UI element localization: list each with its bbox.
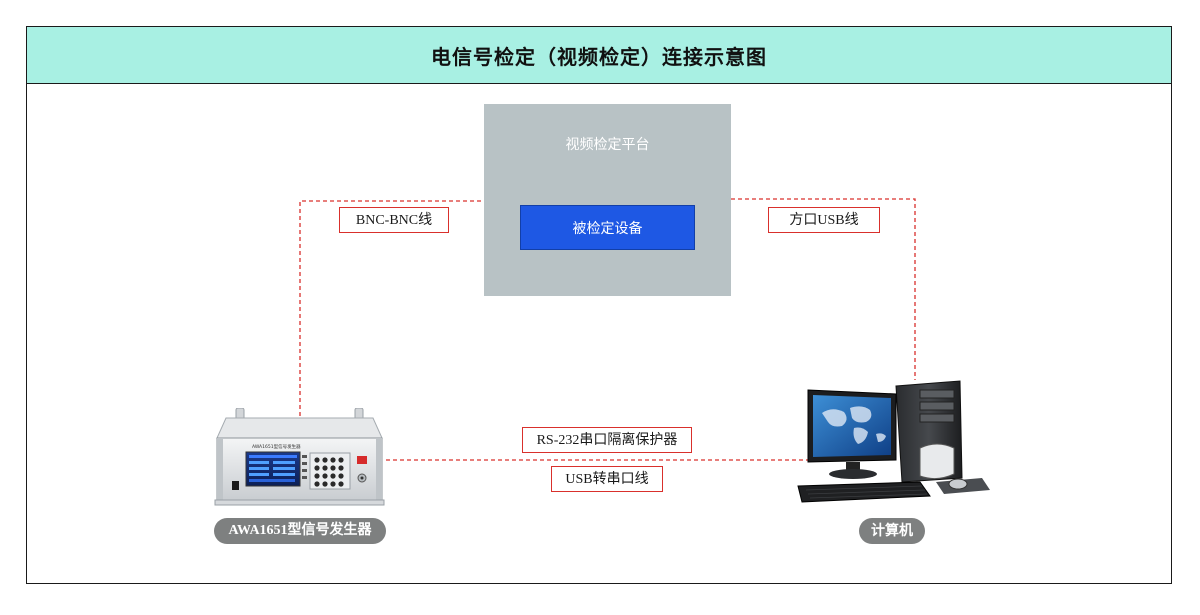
- panel-model-text: AWA1651型信号发生器: [252, 443, 301, 450]
- label-usb-square-cable: 方口USB线: [768, 207, 880, 233]
- video-test-platform: 视频检定平台 被检定设备: [484, 104, 731, 296]
- desktop-computer-icon: [797, 380, 990, 503]
- label-rs232-isolator: RS-232串口隔离保护器: [522, 427, 692, 453]
- computer-caption: 计算机: [859, 518, 925, 544]
- label-bnc-cable: BNC-BNC线: [339, 207, 449, 233]
- generator-caption: AWA1651型信号发生器: [214, 518, 386, 544]
- platform-label: 视频检定平台: [565, 137, 650, 153]
- signal-generator-icon: AWA1651型信号发生器: [214, 408, 385, 506]
- diagram-title: 电信号检定（视频检定）连接示意图: [27, 27, 1171, 84]
- wire-bnc: [299, 200, 484, 416]
- wire-usb-square: [731, 198, 916, 380]
- device-under-test: 被检定设备: [520, 205, 695, 250]
- label-usb-serial-cable: USB转串口线: [551, 466, 663, 492]
